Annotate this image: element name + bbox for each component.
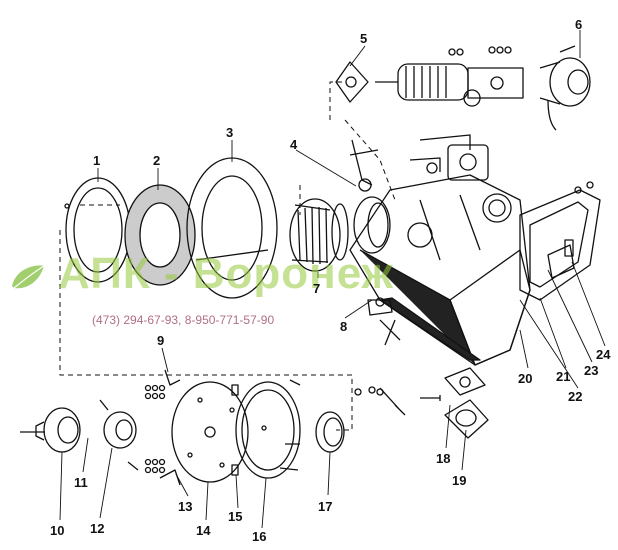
callout-8: 8 xyxy=(340,319,348,334)
callout-5: 5 xyxy=(360,31,368,46)
callout-10: 10 xyxy=(50,523,65,538)
fan-wheel xyxy=(353,196,391,254)
screw-clusters xyxy=(144,384,166,474)
motor-washers xyxy=(448,46,512,56)
bolts xyxy=(20,379,441,471)
watermark-phones: (473) 294-67-93, 8-950-771-57-90 xyxy=(92,313,275,327)
callout-4: 4 xyxy=(290,137,298,152)
callout-17: 17 xyxy=(318,499,333,514)
callout-22: 22 xyxy=(568,389,583,404)
motor-assembly xyxy=(375,45,591,131)
part-15-pin xyxy=(231,384,239,476)
callout-19: 19 xyxy=(452,473,467,488)
callout-3: 3 xyxy=(226,125,234,140)
part-16-ring xyxy=(235,381,301,479)
callout-1: 1 xyxy=(93,153,101,168)
heater-housing xyxy=(349,174,531,366)
callout-12: 12 xyxy=(90,521,105,536)
callout-24: 24 xyxy=(596,347,611,362)
callout-23: 23 xyxy=(584,363,599,378)
callout-2: 2 xyxy=(153,153,161,168)
part-17-ring xyxy=(315,411,345,453)
part-14-disc xyxy=(171,381,249,483)
leaf-logo xyxy=(10,262,46,297)
part-12-fitting xyxy=(103,411,137,449)
glow-plug-block xyxy=(409,134,489,181)
side-cover xyxy=(519,181,601,301)
leader-lines xyxy=(59,30,606,529)
callout-18: 18 xyxy=(436,451,451,466)
part-2-seal xyxy=(124,184,196,286)
callout-13: 13 xyxy=(178,499,193,514)
callout-9: 9 xyxy=(157,333,165,348)
part-13-bracket xyxy=(159,469,181,486)
part-8-bracket xyxy=(367,297,401,346)
part-7-impeller xyxy=(289,198,349,272)
callout-7: 7 xyxy=(313,281,321,296)
callout-6: 6 xyxy=(575,17,583,32)
watermark-title: АПК - Воронеж xyxy=(58,249,394,298)
part-10-nozzle xyxy=(35,407,81,453)
part-5-plate xyxy=(335,61,369,103)
callout-20: 20 xyxy=(518,371,533,386)
callout-14: 14 xyxy=(196,523,211,538)
callout-15: 15 xyxy=(228,509,243,524)
callout-11: 11 xyxy=(74,475,88,490)
outlet-flange xyxy=(444,367,489,439)
callout-16: 16 xyxy=(252,529,267,544)
part-4-fuel-line xyxy=(349,139,379,192)
part-9-bracket xyxy=(164,369,181,386)
callout-21: 21 xyxy=(556,369,571,384)
